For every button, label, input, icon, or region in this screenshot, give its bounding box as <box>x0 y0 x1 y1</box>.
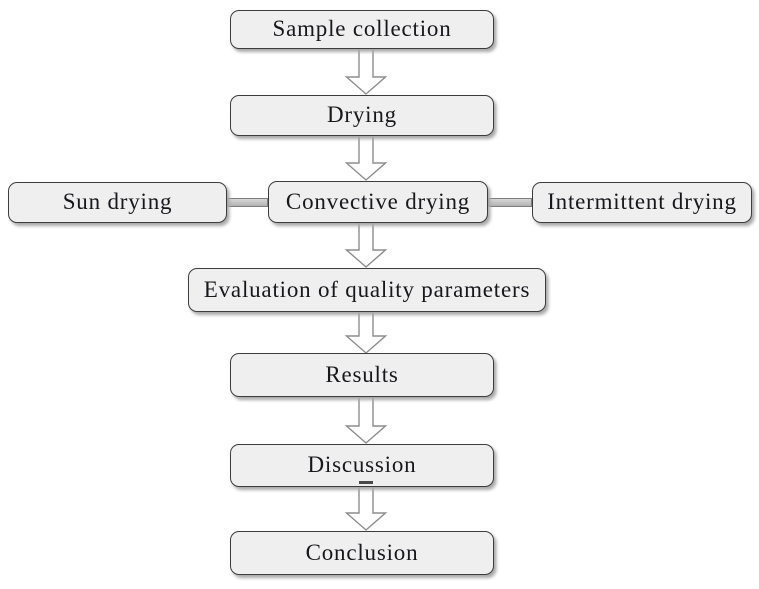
down-arrow-sample-to-drying <box>344 49 388 95</box>
node-drying: Drying <box>230 95 494 136</box>
node-label-intermittent-drying: Intermittent drying <box>547 189 737 214</box>
connector-sun-to-convective <box>227 198 268 207</box>
node-intermittent-drying: Intermittent drying <box>532 182 752 223</box>
node-label-discussion: Discussion <box>307 452 417 477</box>
node-sun-drying: Sun drying <box>8 182 227 223</box>
node-results: Results <box>230 353 494 397</box>
node-conclusion: Conclusion <box>230 531 494 575</box>
down-arrow-discussion-to-conclusion <box>344 487 388 531</box>
down-arrow-drying-to-convective <box>344 136 388 181</box>
node-label-sample-collection: Sample collection <box>272 16 452 41</box>
node-label-convective-drying: Convective drying <box>285 188 471 214</box>
node-label-drying: Drying <box>327 102 397 127</box>
connector-convective-to-intermittent <box>488 198 532 207</box>
down-arrow-evaluation-to-results <box>344 312 388 354</box>
node-label-evaluation: Evaluation of quality parameters <box>203 276 531 302</box>
node-label-conclusion: Conclusion <box>305 539 419 565</box>
node-sample-collection: Sample collection <box>230 10 494 49</box>
node-convective-drying: Convective drying <box>268 181 488 223</box>
down-arrow-convective-to-evaluation <box>344 223 388 268</box>
down-arrow-results-to-discussion <box>344 397 388 444</box>
node-discussion: Discussion <box>230 444 494 487</box>
node-evaluation-of-quality-parameters: Evaluation of quality parameters <box>188 268 546 312</box>
node-label-sun-drying: Sun drying <box>62 189 173 214</box>
node-label-results: Results <box>325 361 399 387</box>
arrow-tail-cap <box>359 481 373 484</box>
